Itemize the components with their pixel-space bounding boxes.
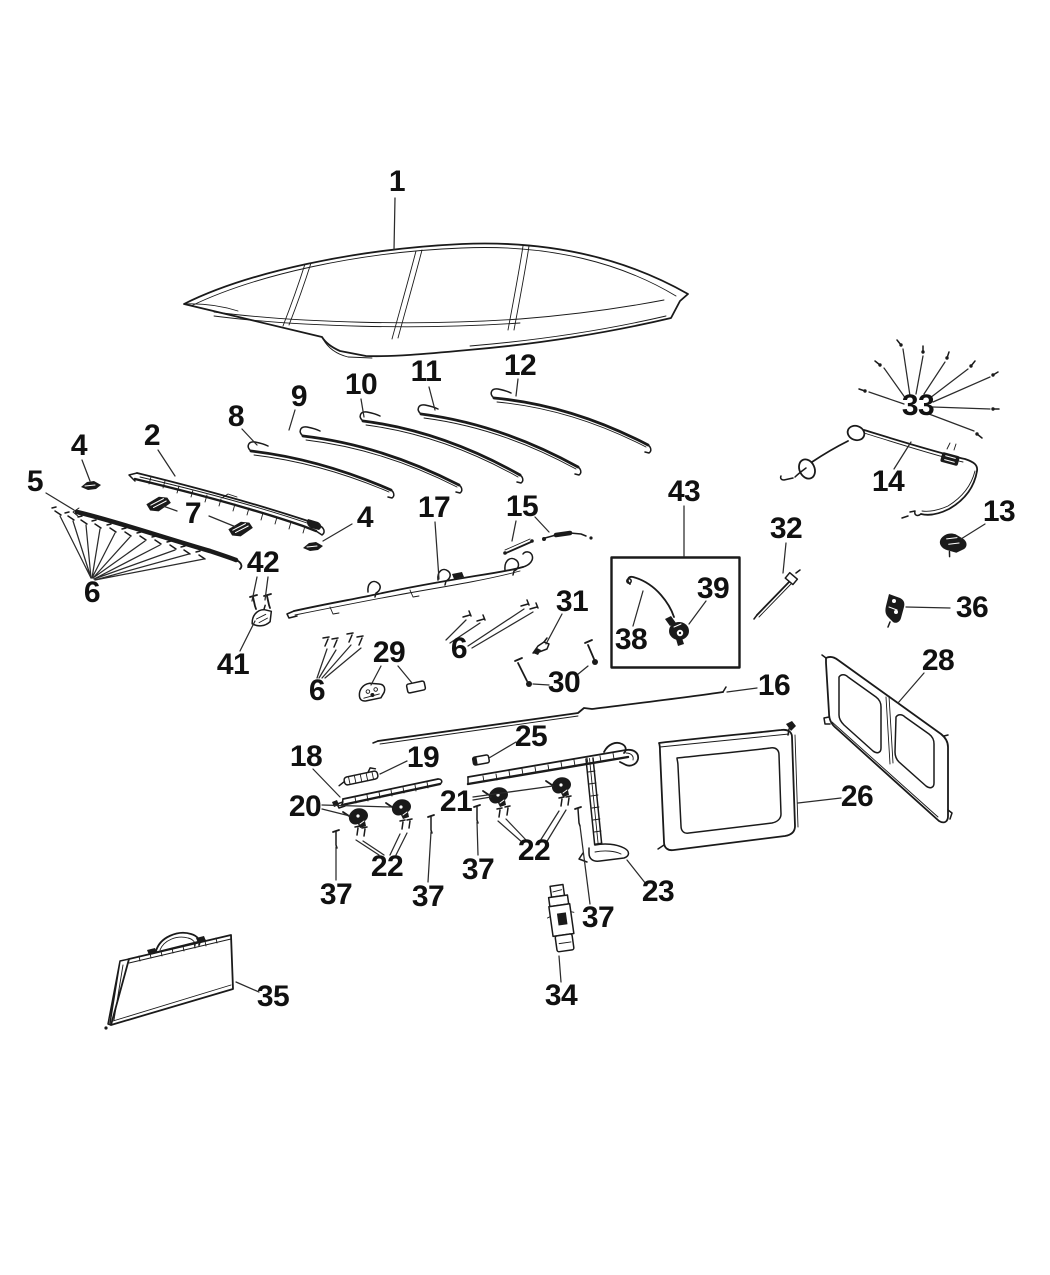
part-callout-43: 43: [667, 475, 701, 508]
screws-6-mid-left: [322, 632, 364, 648]
striker-bracket-13: [939, 533, 967, 558]
part-callout-41: 41: [216, 648, 250, 681]
part-callout-20: 20: [288, 790, 322, 823]
quarter-window: [657, 721, 799, 852]
corner-clip-41: [251, 604, 273, 627]
bolts-30: [514, 639, 598, 687]
part-callout-38: 38: [614, 623, 648, 656]
screws-6-mid: [462, 599, 539, 622]
part-callout-4b: 4: [356, 501, 374, 534]
header-bracket-right: [228, 521, 253, 537]
part-callout-11: 11: [410, 355, 442, 388]
bracket-29: [358, 682, 386, 702]
part-callout-22b: 22: [517, 834, 551, 867]
part-callout-26: 26: [840, 780, 874, 813]
part-callout-32: 32: [769, 512, 803, 545]
harness-screws: [858, 339, 1000, 439]
part-callout-15: 15: [505, 490, 539, 523]
leader-lines: [45, 197, 991, 993]
part-callout-37a: 37: [319, 878, 353, 911]
part-callout-22a: 22: [370, 850, 404, 883]
header-rail: [128, 472, 325, 536]
part-callout-37b: 37: [411, 880, 445, 913]
clip-25: [471, 754, 491, 766]
plate-29: [405, 680, 427, 694]
part-callout-28: 28: [921, 644, 955, 677]
part-callout-37d: 37: [581, 901, 615, 934]
bow-3: [299, 426, 463, 494]
belt-rail-retainer: [372, 686, 727, 745]
quarter-rail-pillar-frame: [466, 741, 639, 863]
part-callout-14: 14: [871, 465, 905, 498]
part-callout-1: 1: [388, 165, 406, 198]
part-callout-34: 34: [544, 979, 578, 1012]
part-callout-42: 42: [246, 546, 280, 579]
header-seal-rail: [72, 507, 243, 570]
hinge-screws-22: [354, 795, 572, 837]
pivot-hinge-21-right: [545, 777, 571, 797]
part-callout-6b: 6: [308, 674, 326, 707]
latch-cable: [626, 575, 675, 618]
wiring-harness: [779, 424, 979, 519]
part-callout-23: 23: [641, 875, 675, 908]
inset-box: [610, 556, 741, 669]
bow-6: [490, 388, 652, 454]
part-callout-17: 17: [417, 491, 451, 524]
part-callout-8: 8: [227, 400, 245, 433]
part-callout-33: 33: [901, 389, 935, 422]
part-callout-13: 13: [982, 495, 1016, 528]
part-callout-29: 29: [372, 636, 406, 669]
clip-31: [532, 637, 550, 655]
bracket-19: [338, 767, 379, 787]
part-callout-4a: 4: [70, 429, 88, 462]
bow-2: [247, 441, 395, 499]
prop-rod: [753, 569, 801, 620]
part-callout-16: 16: [757, 669, 791, 702]
striker-assembly-34: [546, 883, 575, 953]
side-rail-linkage: [286, 551, 534, 619]
part-callout-5: 5: [26, 465, 44, 498]
soft-top-panel: [183, 242, 689, 359]
part-callout-12: 12: [503, 349, 537, 382]
part-callout-39: 39: [696, 572, 730, 605]
part-callout-37c: 37: [461, 853, 495, 886]
windshield-clip-left: [81, 481, 101, 490]
part-callout-10: 10: [344, 368, 378, 401]
striker-bracket-36: [885, 594, 905, 628]
part-callout-2: 2: [143, 419, 161, 452]
bow-4: [359, 411, 524, 484]
flip-panel-window: [104, 932, 234, 1030]
screws-37: [332, 804, 582, 849]
part-callout-19: 19: [406, 741, 440, 774]
part-callout-21: 21: [439, 785, 473, 818]
pivot-hinge-20-left: [342, 808, 368, 828]
part-callout-30: 30: [547, 666, 581, 699]
rear-window: [821, 654, 953, 824]
part-callout-35: 35: [256, 980, 290, 1013]
part-callout-31: 31: [555, 585, 589, 618]
part-callout-7: 7: [184, 497, 202, 530]
header-bracket-left: [146, 496, 171, 512]
bow-link-rods: [503, 530, 593, 555]
part-callout-6c: 6: [450, 632, 468, 665]
part-callout-6a: 6: [83, 576, 101, 609]
windshield-clip-right: [303, 542, 323, 551]
latch-mechanism: [665, 616, 689, 646]
pivot-hinge-20-right: [385, 799, 411, 819]
part-callout-25: 25: [514, 720, 548, 753]
screws-6-left: [51, 506, 206, 560]
part-callout-18: 18: [289, 740, 323, 773]
part-callout-36: 36: [955, 591, 989, 624]
part-callout-9: 9: [290, 380, 308, 413]
